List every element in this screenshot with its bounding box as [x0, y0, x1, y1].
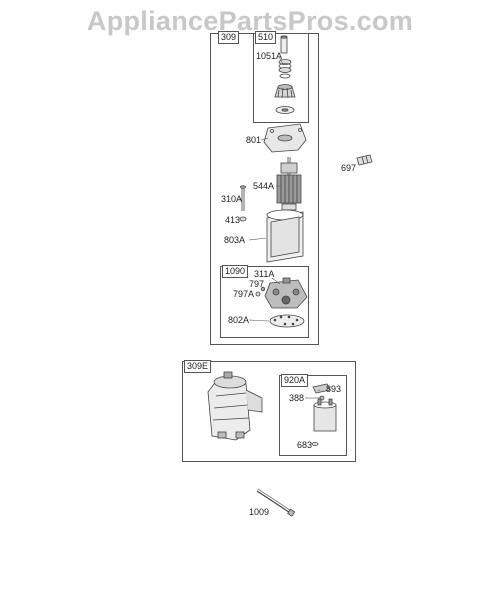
part-label-803a[interactable]: 803A — [224, 235, 246, 245]
part-label-797[interactable]: 797 — [249, 279, 265, 289]
screw-797a-shape — [255, 291, 261, 297]
starter-motor-assembly-shape — [207, 371, 263, 441]
part-label-697[interactable]: 697 — [341, 163, 357, 173]
pinion-gear-shape — [274, 84, 296, 114]
gasket-shape — [269, 314, 305, 328]
group-box-1090 — [220, 266, 309, 338]
through-bolt-shape — [240, 185, 246, 211]
part-label-1009[interactable]: 1009 — [249, 507, 270, 517]
part-label-544a[interactable]: 544A — [253, 181, 275, 191]
part-label-311a[interactable]: 311A — [254, 269, 275, 279]
part-label-801[interactable]: 801 — [246, 135, 262, 145]
group-label-510: 510 — [255, 31, 277, 44]
screw-797-shape — [260, 286, 266, 292]
group-label-309: 309 — [218, 31, 240, 44]
drive-pin-shape — [280, 35, 288, 54]
drive-end-cap-shape — [263, 123, 307, 153]
group-box-309e — [182, 361, 356, 462]
solenoid-shape — [311, 383, 337, 446]
part-label-802a[interactable]: 802A — [228, 315, 250, 325]
bolt-1009-shape — [256, 488, 296, 517]
part-label-797a[interactable]: 797A — [233, 289, 255, 299]
washer-shape — [239, 216, 247, 222]
part-label-310a[interactable]: 310A — [221, 194, 243, 204]
part-label-388[interactable]: 388 — [289, 393, 305, 403]
part-label-893[interactable]: 893 — [326, 384, 342, 394]
group-box-920a — [279, 375, 347, 456]
group-label-920a: 920A — [281, 374, 309, 387]
part-label-1051a[interactable]: 1051A — [256, 51, 283, 61]
hardware-697-shape — [356, 154, 373, 166]
part-label-413[interactable]: 413 — [225, 215, 241, 225]
part-label-683[interactable]: 683 — [297, 440, 313, 450]
group-label-309e: 309E — [184, 360, 212, 373]
armature-shape — [276, 157, 302, 211]
motor-housing-shape — [266, 209, 304, 263]
end-cap-assembly-shape — [264, 277, 308, 309]
group-label-1090: 1090 — [222, 265, 249, 278]
group-box-510 — [253, 33, 309, 123]
spring-shape — [278, 59, 292, 79]
watermark-text: AppliancePartsPros.com — [86, 6, 414, 36]
leader-lines — [239, 56, 321, 399]
